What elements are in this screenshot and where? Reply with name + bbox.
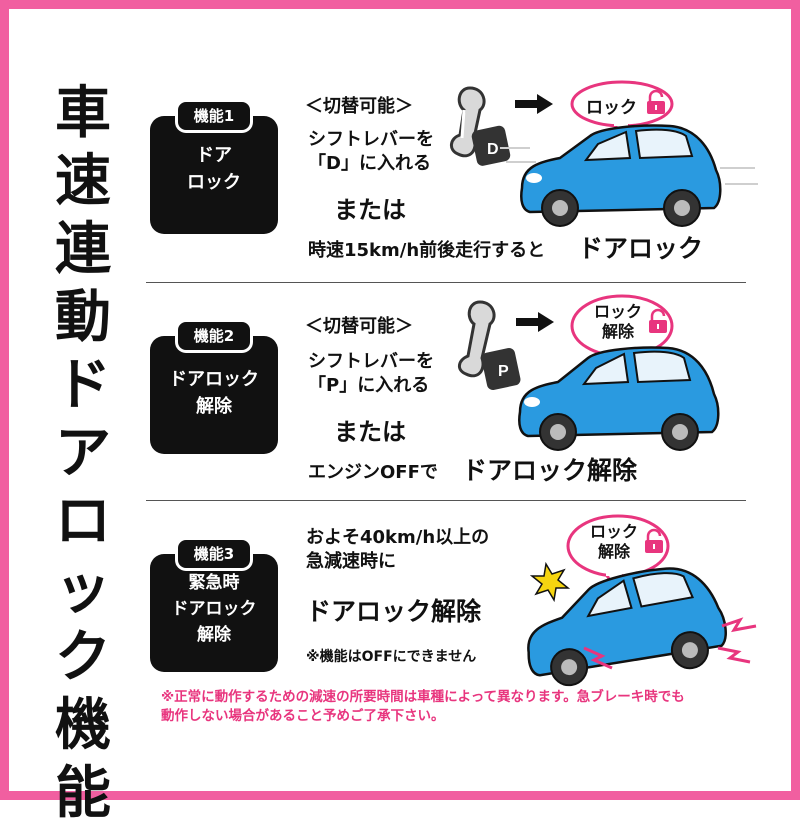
function-3-name: 緊急時 ドアロック 解除 <box>150 570 278 648</box>
function-2-or: または <box>334 418 406 446</box>
title-char: 動 <box>55 285 111 350</box>
function-2-tab: 機能2 <box>178 322 250 350</box>
function-1-switchable: ＜切替可能＞ <box>305 96 413 117</box>
function-3-name-line: ドアロック <box>171 599 257 619</box>
lock-bubble-2-text: ロック 解除 <box>594 302 642 342</box>
function-1-name-line: ドア <box>196 145 232 166</box>
function-1-speed-text: 時速15km/h前後走行すると <box>308 240 546 261</box>
function-1-condition: シフトレバーを 「D」に入れる <box>308 128 434 176</box>
function-3-condition-line: およそ40km/h以上の <box>306 527 490 548</box>
footnote-line: ※正常に動作するための減速の所要時間は車種によって異なります。急ブレーキ時でも <box>161 689 685 705</box>
lock-bubble-1-text: ロック <box>586 98 637 118</box>
title-char: ッ <box>55 557 111 622</box>
bubble-line: 解除 <box>598 542 631 561</box>
function-1-condition-line: シフトレバーを <box>308 129 434 150</box>
function-2-badge: 機能2 ドアロック 解除 <box>150 322 278 454</box>
function-3-condition: およそ40km/h以上の 急減速時に <box>306 526 489 574</box>
bubble-line: 解除 <box>602 322 635 341</box>
footnote-line: 動作しない場合があること予めご了承下さい。 <box>161 708 445 724</box>
title-char: ア <box>55 421 111 486</box>
function-2-condition-line: 「P」に入れる <box>308 375 430 396</box>
bubble-line: ロック <box>590 522 639 541</box>
bubble-line: ロック <box>594 302 643 321</box>
function-1-result: ドアロック <box>578 234 704 263</box>
function-1-name-line: ロック <box>187 172 241 193</box>
divider-2 <box>146 500 746 501</box>
divider-1 <box>146 282 746 283</box>
function-1-or: または <box>334 196 406 224</box>
function-3-note: ※機能はOFFにできません <box>306 649 477 665</box>
car-2-image <box>518 346 720 451</box>
function-1-name: ドア ロック <box>150 142 278 196</box>
function-2-switchable: ＜切替可能＞ <box>305 316 413 337</box>
function-2-name: ドアロック 解除 <box>150 366 278 420</box>
function-2-speed-text: エンジンOFFで <box>308 462 438 483</box>
function-2-result: ドアロック解除 <box>462 456 638 485</box>
lock-open-icon <box>645 528 663 553</box>
function-2-condition: シフトレバーを 「P」に入れる <box>308 350 434 398</box>
function-2-name-line: ドアロック <box>169 369 259 390</box>
lock-open-icon <box>649 308 667 333</box>
arrow-right-icon <box>516 312 554 332</box>
function-3-condition-line: 急減速時に <box>306 551 396 572</box>
title-char: 連 <box>55 217 111 282</box>
function-2-name-line: 解除 <box>196 396 232 417</box>
function-1-badge: 機能1 ドア ロック <box>150 102 278 234</box>
car-3-image <box>527 561 757 687</box>
function-3-tab: 機能3 <box>178 540 250 568</box>
function-1-tab: 機能1 <box>178 102 250 130</box>
title-char: 機 <box>55 693 111 758</box>
vertical-title: 車 速 連 動 ド ア ロ ッ ク 機 能 <box>44 80 122 828</box>
car-1-image <box>500 124 758 227</box>
lock-open-icon <box>647 89 665 114</box>
function-3-badge: 機能3 緊急時 ドアロック 解除 <box>150 540 278 672</box>
title-char: ド <box>55 353 111 418</box>
gear-letter: P <box>498 363 509 380</box>
arrow-right-icon <box>515 94 553 114</box>
title-char: 速 <box>55 149 111 214</box>
footnote: ※正常に動作するための減速の所要時間は車種によって異なります。急ブレーキ時でも … <box>161 688 771 726</box>
function-3-result: ドアロック解除 <box>306 597 482 626</box>
function-2-condition-line: シフトレバーを <box>308 351 434 372</box>
function-1-condition-line: 「D」に入れる <box>308 153 431 174</box>
shift-knob-p-icon: P <box>458 300 521 391</box>
function-3-name-line: 解除 <box>197 625 231 645</box>
lock-bubble-3-text: ロック 解除 <box>590 522 638 562</box>
title-char: 能 <box>55 761 111 826</box>
gear-letter: D <box>487 141 499 158</box>
title-char: ロ <box>55 489 111 554</box>
title-char: 車 <box>55 81 111 146</box>
function-3-name-line: 緊急時 <box>188 573 240 593</box>
shift-knob-d-icon: D <box>450 86 511 166</box>
title-char: ク <box>55 625 111 690</box>
